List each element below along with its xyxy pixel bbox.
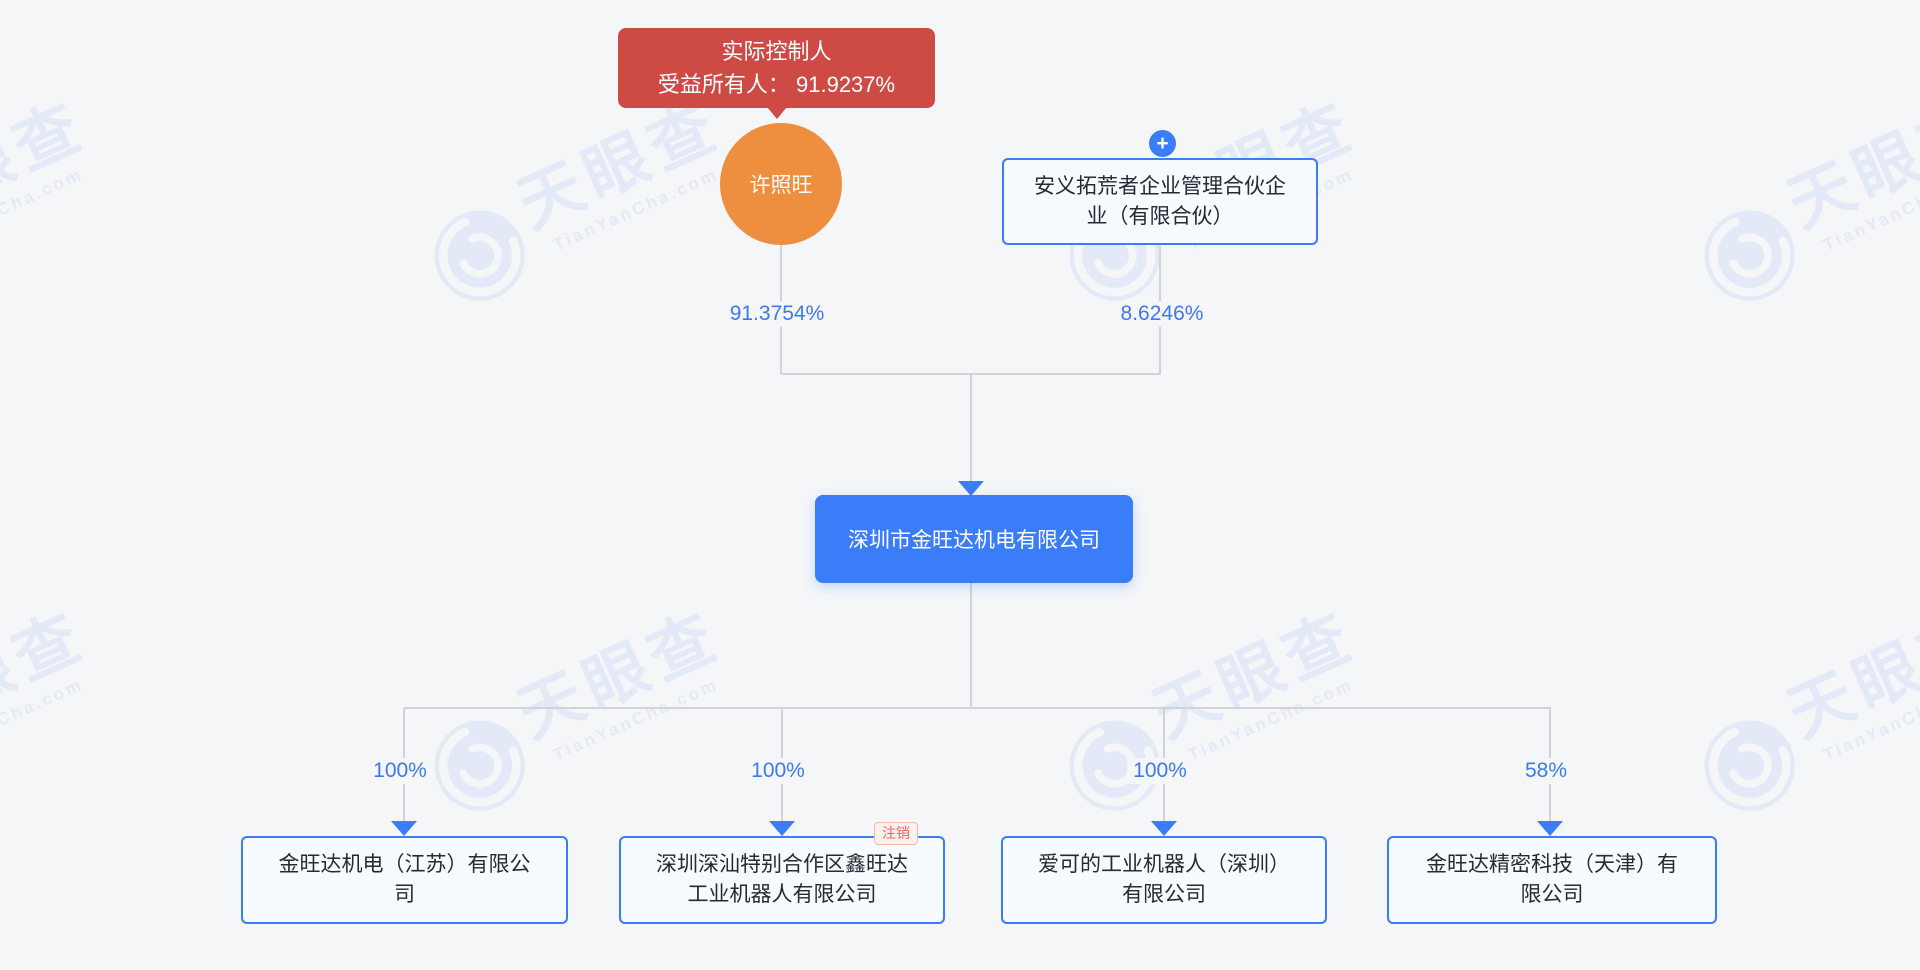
ownership-percent-label: 8.6246% (1114, 301, 1210, 327)
ownership-percent-label: 91.3754% (723, 301, 831, 327)
main-company-node[interactable]: 深圳市金旺达机电有限公司 (815, 495, 1133, 583)
subsidiary-name: 爱可的工业机器人（深圳） 有限公司 (1038, 853, 1290, 906)
actual-controller-badge: 实际控制人 受益所有人： 91.9237% (618, 28, 935, 119)
watermark-brand-text: 天眼查 (0, 598, 97, 752)
ownership-percent-label: 58% (1518, 758, 1574, 784)
watermark-brand-text: 天眼查 (1777, 88, 1920, 242)
connector-line (970, 374, 972, 482)
watermark-brand-text: 天眼查 (1142, 598, 1367, 752)
subsidiary-name: 金旺达机电（江苏）有限公 司 (278, 853, 531, 906)
subsidiary-node[interactable]: 爱可的工业机器人（深圳） 有限公司 (1001, 836, 1327, 924)
ownership-percent-label: 100% (745, 758, 811, 784)
watermark-brand-text: 天眼查 (507, 598, 732, 752)
watermark-domain-text: TianYanCha.com (0, 164, 87, 255)
controller-person-name: 许照旺 (749, 174, 813, 197)
watermark-domain-text: TianYanCha.com (1185, 674, 1357, 765)
watermark-domain-text: TianYanCha.com (1820, 674, 1920, 765)
watermark-domain-text: TianYanCha.com (550, 164, 722, 255)
watermark-domain-text: TianYanCha.com (550, 674, 722, 765)
subsidiary-node[interactable]: 金旺达机电（江苏）有限公 司 (241, 836, 568, 924)
subsidiary-name: 深圳深汕特别合作区鑫旺达 工业机器人有限公司 (656, 853, 908, 906)
tianyancha-logo-icon (434, 210, 525, 301)
partner-shareholder-name: 安义拓荒者企业管理合伙企 业（有限合伙） (1034, 174, 1286, 228)
main-company-name: 深圳市金旺达机电有限公司 (848, 529, 1100, 552)
watermark-domain-text: TianYanCha.com (1820, 164, 1920, 255)
watermark-brand-text: 天眼查 (0, 88, 97, 242)
arrow-down-icon (1151, 821, 1177, 836)
tianyancha-logo-icon (434, 720, 525, 811)
watermark-brand-text: 天眼查 (1777, 598, 1920, 752)
ownership-percent-label: 100% (1127, 758, 1193, 784)
subsidiary-node[interactable]: 金旺达精密科技（天津）有 限公司 (1387, 836, 1717, 924)
watermark-domain-text: TianYanCha.com (0, 674, 87, 765)
connector-line (970, 583, 972, 708)
badge-pointer (766, 107, 787, 119)
subsidiary-node[interactable]: 深圳深汕特别合作区鑫旺达 工业机器人有限公司 (619, 836, 945, 924)
controller-person-node[interactable]: 许照旺 (720, 123, 842, 245)
deregistered-status-tag: 注销 (874, 822, 918, 845)
ownership-percent-label: 100% (367, 758, 433, 784)
arrow-down-icon (769, 821, 795, 836)
actual-controller-badge-line1: 实际控制人 (721, 39, 832, 64)
arrow-down-icon (1537, 821, 1563, 836)
partner-shareholder-node[interactable]: 安义拓荒者企业管理合伙企 业（有限合伙） (1002, 158, 1318, 245)
tianyancha-logo-icon (1704, 720, 1795, 811)
beneficial-owner-badge-line2: 受益所有人： 91.9237% (657, 72, 896, 97)
arrow-down-icon (391, 821, 417, 836)
arrow-down-icon (958, 481, 984, 496)
connector-line (404, 707, 1551, 709)
watermark-brand-text: 天眼查 (507, 88, 732, 242)
plus-expand-icon[interactable]: + (1149, 130, 1176, 157)
subsidiary-name: 金旺达精密科技（天津）有 限公司 (1426, 853, 1678, 906)
tianyancha-logo-icon (1704, 210, 1795, 301)
